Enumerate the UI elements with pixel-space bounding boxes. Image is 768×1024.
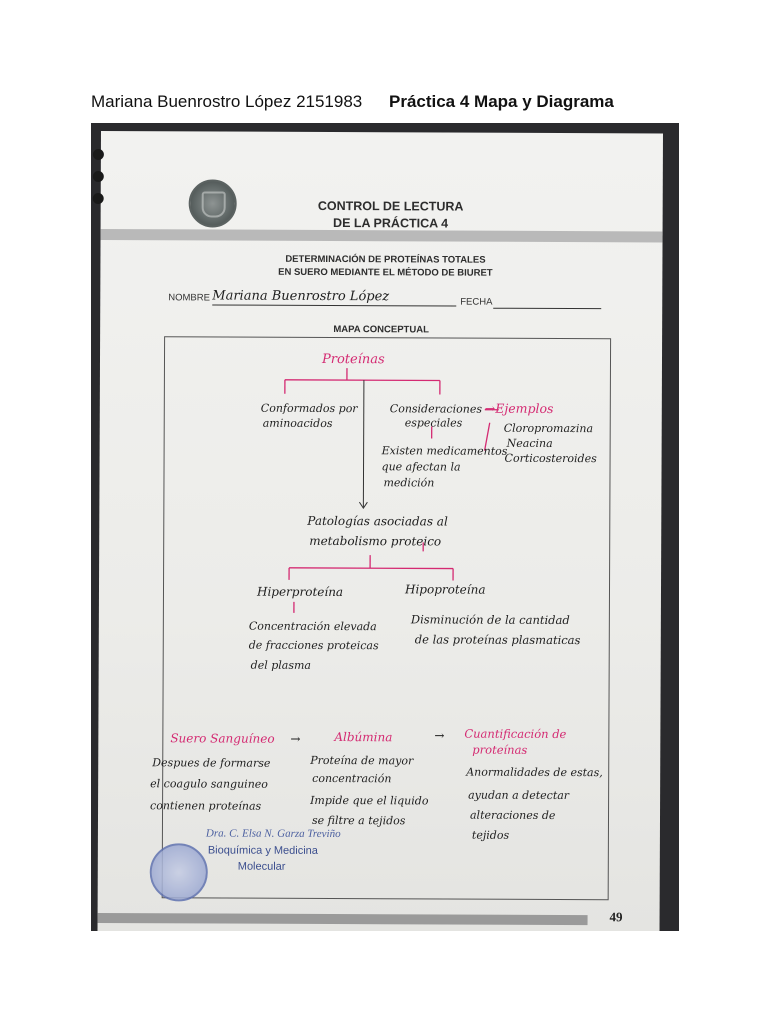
cuant-desc-3: alteraciones de [469, 808, 556, 822]
meds-line-1: Existen medicamentos [381, 444, 508, 458]
footer-bar [97, 912, 588, 926]
suero-desc-3: contienen proteínas [150, 799, 262, 813]
hipo-desc-1: Disminución de la cantidad [410, 612, 570, 628]
meds-line-2: que afectan la [381, 460, 461, 474]
albumina-desc-3: Impide que el liquido [310, 793, 429, 808]
worksheet-photo: CONTROL DE LECTURA DE LA PRÁCTICA 4 DETE… [91, 123, 679, 931]
patologias-line-2: metabolismo proteico [309, 533, 442, 549]
examples-label: →Ejemplos [485, 401, 554, 416]
signature-name: Dra. C. Elsa N. Garza Treviño [205, 827, 341, 841]
cuant-desc-4: tejidos [471, 828, 510, 842]
page-number: 49 [609, 909, 623, 925]
document-title: Práctica 4 Mapa y Diagrama [388, 92, 614, 111]
example-3: Corticosteroides [504, 451, 597, 466]
albumina-label: Albúmina [334, 730, 393, 745]
hiper-desc-3: del plasma [250, 658, 312, 672]
concept-map-connectors [284, 368, 499, 613]
hiper-desc-1: Concentración elevada [248, 619, 377, 634]
example-1: Cloropromazina [503, 421, 594, 436]
worksheet-paper: CONTROL DE LECTURA DE LA PRÁCTICA 4 DETE… [92, 131, 663, 931]
albumina-desc-4: se filtre a tejidos [311, 813, 406, 828]
arrow-2: → [434, 728, 445, 743]
albumina-desc-2: concentración [312, 771, 392, 786]
hiper-label: Hiperproteína [256, 584, 344, 600]
concept-root: Proteínas [321, 351, 385, 368]
branch-left-line-1: Conformados por [260, 401, 358, 416]
examples-arrow: → [484, 400, 496, 416]
hipo-desc-2: de las proteínas plasmaticas [414, 632, 581, 648]
suero-label: Suero Sanguíneo [170, 731, 275, 746]
cuant-desc-2: ayudan a detectar [468, 788, 570, 803]
branch-left-line-2: aminoacidos [262, 416, 333, 431]
signature-line-1: Bioquímica y Medicina [207, 844, 318, 857]
document-header: Mariana Buenrostro López 2151983 Práctic… [91, 92, 614, 112]
cuant-label-1: Cuantificación de [464, 726, 567, 742]
cuant-label-2: proteínas [472, 742, 528, 757]
cuant-desc-1: Anormalidades de estas, [466, 765, 603, 780]
patologias-line-1: Patologías asociadas al [307, 513, 448, 529]
branch-mid-line-1: Consideraciones [389, 402, 483, 416]
arrow-1: → [290, 731, 301, 746]
meds-line-3: medición [383, 476, 435, 490]
signature-line-2: Molecular [237, 860, 286, 873]
hiper-desc-2: de fracciones proteicas [248, 638, 379, 653]
suero-desc-1: Despues de formarse [152, 756, 271, 770]
branch-mid-line-2: especiales [404, 416, 463, 430]
hipo-label: Hipoproteína [404, 582, 486, 597]
author-line: Mariana Buenrostro López 2151983 [91, 92, 363, 111]
faculty-stamp-icon [149, 843, 208, 902]
suero-desc-2: el coagulo sanguineo [150, 777, 268, 791]
examples-text: Ejemplos [495, 400, 554, 416]
albumina-desc-1: Proteína de mayor [310, 753, 414, 768]
example-2: Neacina [506, 436, 553, 450]
